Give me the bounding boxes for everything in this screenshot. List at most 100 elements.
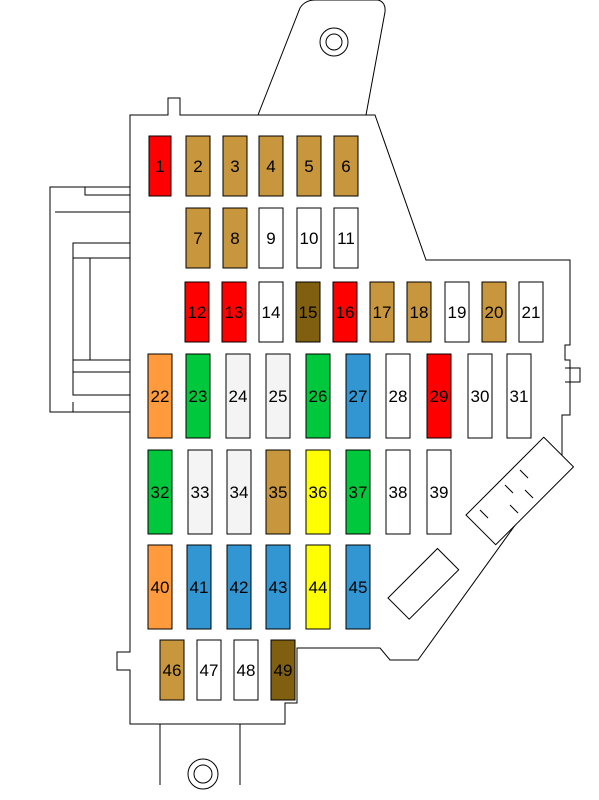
fuse-43: 43 <box>265 544 291 630</box>
fuse-body <box>222 135 248 197</box>
fuse-body <box>305 449 331 535</box>
fuse-1: 1 <box>148 135 172 197</box>
fuse-number-label: 7 <box>193 229 202 248</box>
left-connector-bracket <box>49 186 171 413</box>
fuse-body <box>147 449 173 535</box>
fuse-body <box>147 544 173 630</box>
fuse-number-label: 32 <box>151 483 170 502</box>
fuse-body <box>225 353 251 439</box>
fuse-24: 24 <box>225 353 251 439</box>
fuse-21: 21 <box>518 281 544 343</box>
fuse-8: 8 <box>222 207 248 269</box>
fuse-number-label: 46 <box>163 661 182 680</box>
fuse-body <box>296 207 322 269</box>
fuse-47: 47 <box>196 639 222 701</box>
fuse-4: 4 <box>258 135 284 197</box>
fuse-33: 33 <box>187 449 213 535</box>
fuse-10: 10 <box>296 207 322 269</box>
fuse-38: 38 <box>385 449 411 535</box>
fuse-16: 16 <box>332 281 358 343</box>
fuse-45: 45 <box>345 544 371 630</box>
fuse-26: 26 <box>305 353 331 439</box>
fuse-body <box>265 353 291 439</box>
fuse-number-label: 44 <box>309 578 328 597</box>
fuse-body <box>295 281 321 343</box>
fuse-number-label: 29 <box>430 387 449 406</box>
fuse-48: 48 <box>233 639 259 701</box>
fuse-body <box>221 281 247 343</box>
fuse-body <box>226 544 252 630</box>
fuse-number-label: 37 <box>349 483 368 502</box>
fuse-body <box>426 449 452 535</box>
fuse-number-label: 8 <box>230 229 239 248</box>
fuse-number-label: 20 <box>485 303 504 322</box>
fuse-body <box>467 353 493 439</box>
fuse-body <box>159 639 185 701</box>
fuse-number-label: 41 <box>190 578 209 597</box>
fuse-body <box>518 281 544 343</box>
fuse-body <box>385 449 411 535</box>
fuse-body <box>265 449 291 535</box>
fuse-9: 9 <box>258 207 284 269</box>
fuse-27: 27 <box>345 353 371 439</box>
fuse-number-label: 2 <box>193 157 202 176</box>
fuse-number-label: 30 <box>471 387 490 406</box>
fuse-36: 36 <box>305 449 331 535</box>
fuse-body <box>345 353 371 439</box>
fuse-number-label: 36 <box>309 483 328 502</box>
fuse-body <box>481 281 507 343</box>
fuse-29: 29 <box>426 353 452 439</box>
fuse-body <box>406 281 432 343</box>
fuse-39: 39 <box>426 449 452 535</box>
fuse-number-label: 9 <box>266 229 275 248</box>
fuse-number-label: 16 <box>336 303 355 322</box>
fuse-number-label: 15 <box>299 303 318 322</box>
fuse-body <box>305 544 331 630</box>
fuse-35: 35 <box>265 449 291 535</box>
fuse-body <box>185 135 211 197</box>
fuse-19: 19 <box>444 281 470 343</box>
fuse-number-label: 4 <box>266 157 275 176</box>
fuse-body <box>333 135 359 197</box>
fuse-number-label: 6 <box>341 157 350 176</box>
fuse-number-label: 14 <box>262 303 281 322</box>
fuse-number-label: 45 <box>349 578 368 597</box>
fuse-13: 13 <box>221 281 247 343</box>
fuse-body <box>196 639 222 701</box>
fuse-25: 25 <box>265 353 291 439</box>
fuse-number-label: 38 <box>389 483 408 502</box>
fuse-number-label: 33 <box>191 483 210 502</box>
fuse-body <box>222 207 248 269</box>
fuse-6: 6 <box>333 135 359 197</box>
fuse-3: 3 <box>222 135 248 197</box>
fuse-number-label: 18 <box>410 303 429 322</box>
fuse-body <box>296 135 322 197</box>
fuse-body <box>332 281 358 343</box>
fuse-number-label: 34 <box>230 483 249 502</box>
fuse-body <box>185 207 211 269</box>
fuse-body <box>186 544 212 630</box>
fuse-number-label: 5 <box>304 157 313 176</box>
fuse-17: 17 <box>369 281 395 343</box>
fuse-number-label: 11 <box>337 229 355 248</box>
fuse-number-label: 3 <box>230 157 239 176</box>
fuse-body <box>187 449 213 535</box>
fuse-number-label: 48 <box>237 661 256 680</box>
fuse-30: 30 <box>467 353 493 439</box>
fuse-number-label: 39 <box>430 483 449 502</box>
fuse-number-label: 47 <box>200 661 219 680</box>
fuse-number-label: 49 <box>274 661 293 680</box>
fuse-number-label: 1 <box>155 157 164 176</box>
fuse-body <box>305 353 331 439</box>
fuse-body <box>506 353 532 439</box>
fuse-number-label: 43 <box>269 578 288 597</box>
fuse-body <box>426 353 452 439</box>
fuse-body <box>270 639 296 701</box>
fuse-22: 22 <box>147 353 173 439</box>
fuse-number-label: 25 <box>269 387 288 406</box>
fuse-12: 12 <box>184 281 210 343</box>
fuse-44: 44 <box>305 544 331 630</box>
fuse-number-label: 31 <box>510 387 529 406</box>
fuse-14: 14 <box>258 281 284 343</box>
fuse-number-label: 13 <box>225 303 244 322</box>
